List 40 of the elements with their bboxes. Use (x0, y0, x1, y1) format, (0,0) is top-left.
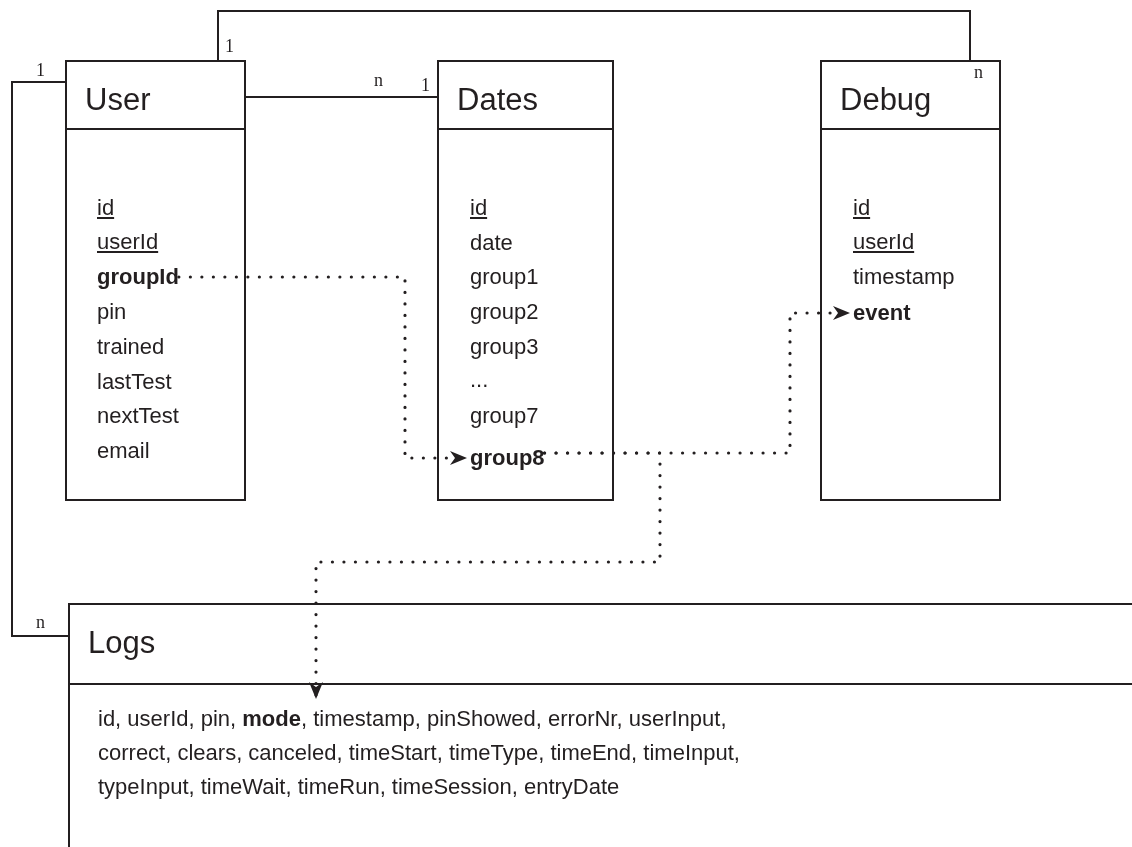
field-name: pin (97, 299, 127, 325)
connector-line (217, 10, 971, 61)
cardinality-label: n (374, 70, 383, 90)
cardinality-label: 1 (36, 60, 45, 80)
field-name: id (470, 195, 488, 221)
field-name: event (853, 300, 911, 326)
cardinality-label: 1 (225, 36, 234, 56)
dotted-arrow (177, 275, 469, 465)
entity-table (68, 603, 1132, 847)
table-title: Dates (457, 82, 538, 118)
table-title: Logs (88, 625, 156, 661)
field-name: date (470, 230, 513, 256)
field-name: nextTest (97, 403, 179, 429)
field-name: id (853, 195, 871, 221)
field-name: group8 (470, 445, 545, 471)
field-name: trained (97, 334, 165, 360)
attribute-list: id, userId, pin, mode, timestamp, pinShowed, errorNr, userInput, correct, clears, canceled, timeStart, timeType, timeEnd, timeInput, typeInput, timeWait, timeRun, timeSession, entryDate (98, 702, 788, 804)
field-name: lastTest (97, 369, 172, 395)
entity-table (820, 60, 1001, 501)
cardinality-label: 1 (421, 75, 430, 95)
field-name: userId (853, 229, 915, 255)
connector-line (11, 81, 69, 637)
field-name: timestamp (853, 264, 955, 290)
field-name: email (97, 438, 150, 464)
field-name: groupId (97, 264, 179, 290)
cardinality-label: n (974, 62, 983, 82)
dotted-arrow (309, 451, 662, 701)
entity-table (437, 60, 614, 501)
cardinality-label: n (36, 612, 45, 632)
field-name: group7 (470, 403, 539, 429)
entity-table (65, 60, 246, 501)
field-name: group1 (470, 264, 539, 290)
field-name: userId (97, 229, 159, 255)
field-name: group2 (470, 299, 539, 325)
field-name: ... (470, 367, 489, 393)
table-title: User (85, 82, 151, 118)
connector-line (245, 96, 438, 98)
table-title: Debug (840, 82, 932, 118)
field-name: group3 (470, 334, 539, 360)
field-name: id (97, 195, 115, 221)
